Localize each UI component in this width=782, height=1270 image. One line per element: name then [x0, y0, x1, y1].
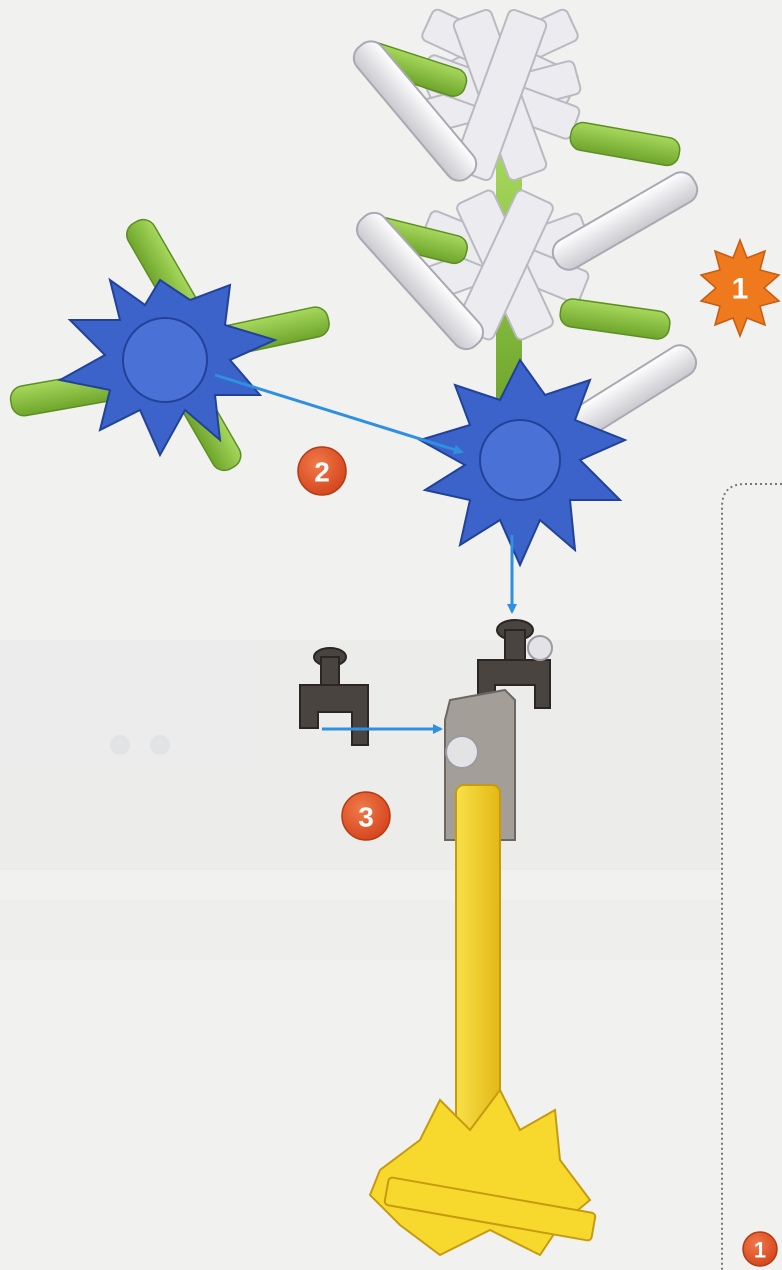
step-number-2: 2	[314, 457, 330, 488]
blue-connector-left	[60, 280, 275, 455]
panel-step-number: 1	[754, 1238, 766, 1263]
blue-connector-tower	[420, 360, 625, 565]
grey-connector-knob	[446, 736, 478, 768]
numbered-circle-icon: 2	[298, 447, 346, 495]
clip-knob	[528, 636, 552, 660]
next-step-panel: 1	[722, 484, 782, 1270]
blue-connector-left-assembly	[9, 215, 332, 475]
assembly-arrow-icon	[215, 375, 462, 452]
starburst-step-icon: 1	[701, 240, 779, 336]
step-number-3: 3	[358, 802, 374, 833]
white-tower-assembly	[348, 8, 702, 565]
numbered-circle-icon: 3	[342, 792, 390, 840]
yellow-base-connector	[370, 1090, 596, 1255]
step-number-1: 1	[732, 273, 749, 306]
